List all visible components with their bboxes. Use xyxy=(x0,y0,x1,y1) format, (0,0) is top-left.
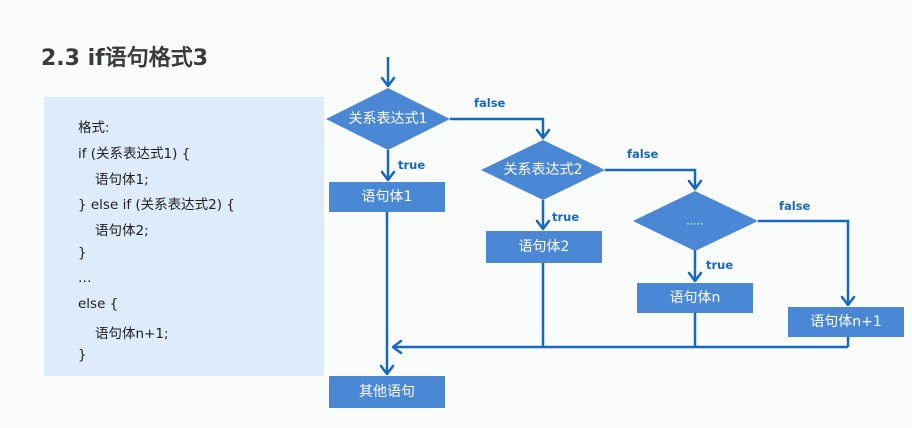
code-line: } xyxy=(78,347,87,363)
arrowhead-icon xyxy=(840,295,856,307)
process-body1: 语句体1 xyxy=(329,182,445,212)
arrowhead-icon xyxy=(535,128,551,140)
decision-cond3: ..... xyxy=(633,191,758,251)
code-line: 语句体2; xyxy=(95,223,149,239)
process-label: 语句体n+1 xyxy=(810,314,882,330)
arrowhead-icon xyxy=(380,76,396,88)
decision-label: 关系表达式1 xyxy=(349,111,428,127)
arrowhead-icon xyxy=(380,170,396,182)
arrowhead-icon xyxy=(535,219,551,231)
code-line: 语句体1; xyxy=(95,172,149,188)
arrowhead-icon xyxy=(379,364,395,376)
process-body2: 语句体2 xyxy=(486,231,602,263)
code-syntax-panel: 格式: if (关系表达式1) { 语句体1; } else if (关系表达式… xyxy=(44,97,324,376)
edge-label-true: true xyxy=(706,258,733,272)
process-other: 其他语句 xyxy=(329,376,445,408)
edge-cond2-false xyxy=(605,168,697,189)
process-label: 语句体2 xyxy=(519,239,570,255)
arrowhead-icon xyxy=(391,339,403,355)
arrowhead-icon xyxy=(687,179,703,191)
page-title: 2.3 if语句格式3 xyxy=(41,46,209,71)
edge-label-false: false xyxy=(627,147,659,161)
process-label: 语句体n xyxy=(670,290,721,306)
arrowhead-icon xyxy=(687,271,703,283)
connectors xyxy=(379,57,856,376)
code-line: 语句体n+1; xyxy=(95,326,169,342)
edge-cond3-false xyxy=(758,219,850,305)
code-line: 格式: xyxy=(78,120,110,136)
process-label: 语句体1 xyxy=(362,189,413,205)
edge-cond1-false xyxy=(450,117,545,138)
edge-label-false: false xyxy=(779,199,811,213)
code-line: } xyxy=(78,245,87,261)
process-label: 其他语句 xyxy=(359,384,415,400)
code-line: else { xyxy=(78,296,119,312)
decision-cond1: 关系表达式1 xyxy=(326,88,450,150)
decision-label: 关系表达式2 xyxy=(504,162,583,178)
decision-label: ..... xyxy=(686,215,703,228)
process-bodyn1: 语句体n+1 xyxy=(788,307,904,337)
edge-label-true: true xyxy=(398,158,425,172)
edge-label-false: false xyxy=(474,96,506,110)
decision-cond2: 关系表达式2 xyxy=(481,140,605,200)
code-line: } else if (关系表达式2) { xyxy=(78,197,235,213)
edge-label-true: true xyxy=(552,210,579,224)
process-bodyn: 语句体n xyxy=(637,283,753,313)
code-line: if (关系表达式1) { xyxy=(78,146,191,162)
code-line: … xyxy=(78,270,92,286)
